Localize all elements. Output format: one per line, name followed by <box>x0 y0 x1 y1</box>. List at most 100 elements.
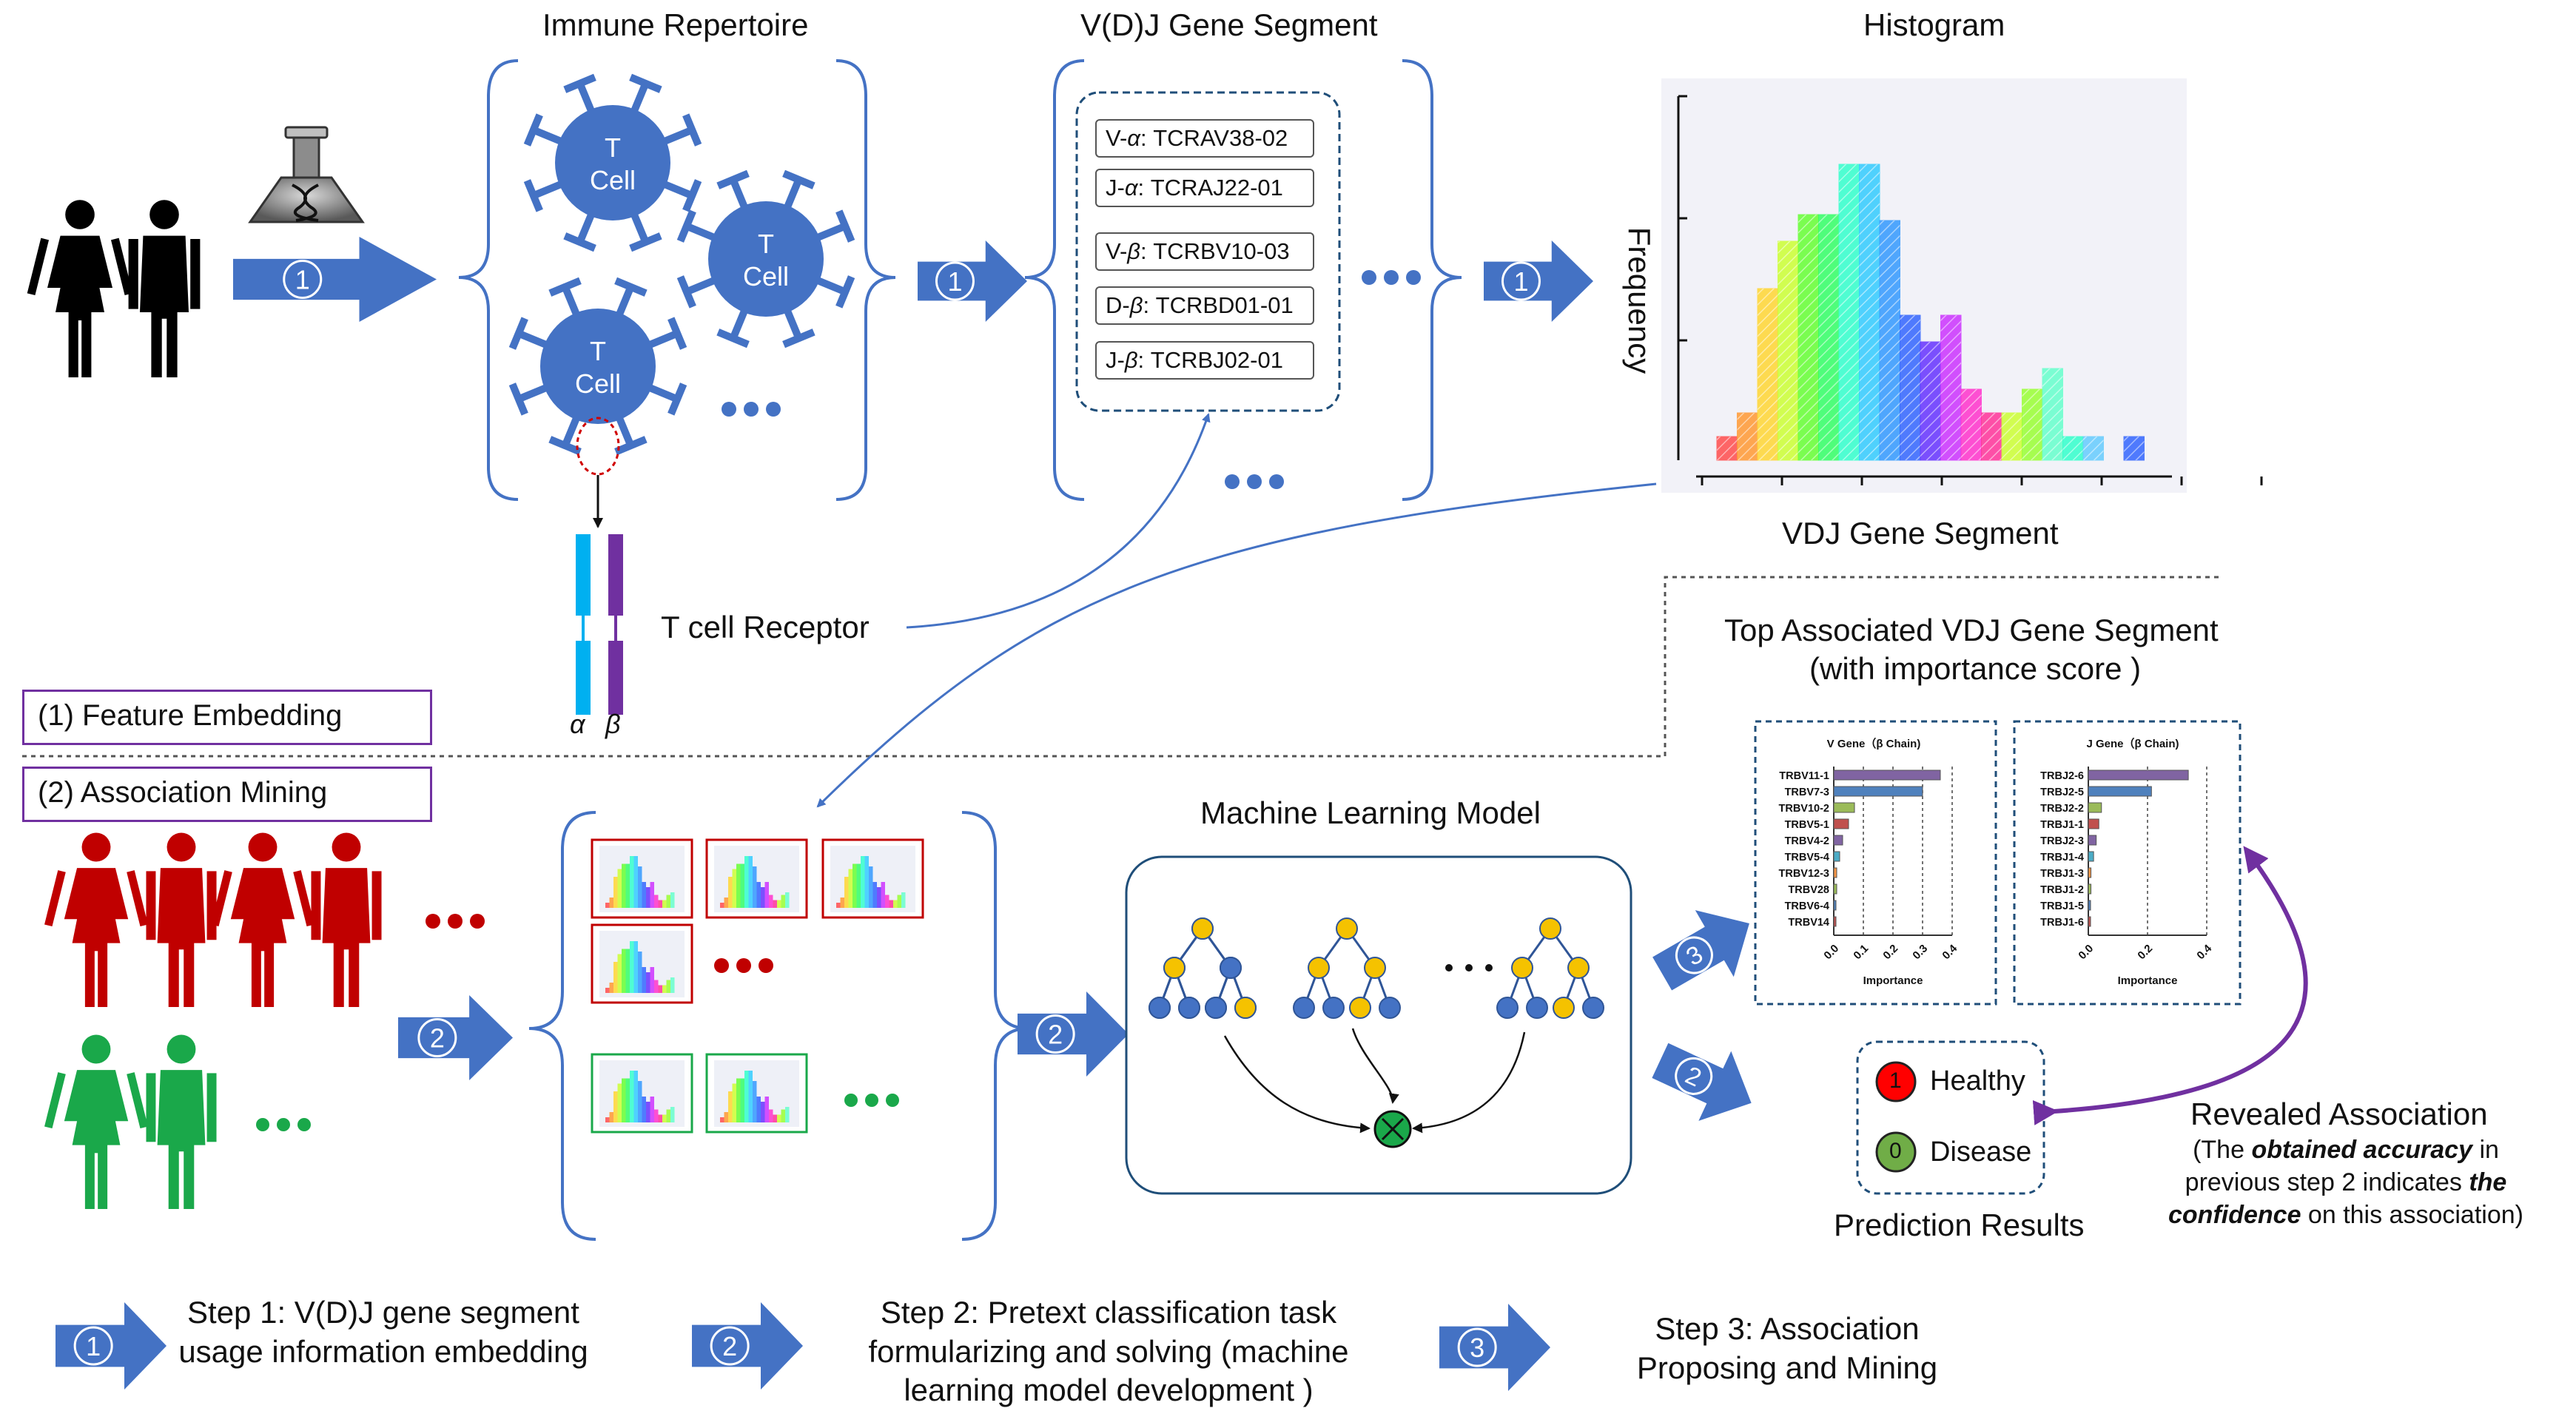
ellipsis-dot <box>844 1094 858 1107</box>
ellipsis-dot <box>1384 270 1399 285</box>
sample-bar <box>670 977 675 993</box>
importance-bar <box>1833 883 1837 895</box>
ellipsis-dot <box>1406 270 1421 285</box>
importance-bar <box>1833 786 1923 797</box>
sample-bar <box>642 882 646 908</box>
segment-prefix: J- <box>1106 347 1125 373</box>
segment-prefix: D- <box>1106 292 1130 318</box>
step-2-arrow: 2 <box>398 995 513 1080</box>
sample-bar <box>622 949 626 993</box>
ellipsis-dot <box>886 1094 899 1107</box>
sample-bar <box>901 892 906 908</box>
ellipsis-dot <box>448 914 463 929</box>
arrow-number: 1 <box>295 265 310 295</box>
segment-name: : TCRBD01-01 <box>1143 292 1294 318</box>
importance-chart-title: V Gene（β Chain) <box>1827 737 1921 750</box>
arrow-number-circle <box>73 1326 113 1366</box>
sample-bar <box>756 882 761 908</box>
healthy-number: 1 <box>1889 1068 1902 1093</box>
sample-bar <box>658 1114 662 1122</box>
sample-bar <box>642 1097 646 1122</box>
importance-bar <box>2088 883 2092 895</box>
ellipsis-dot <box>722 402 736 417</box>
sample-bar <box>856 863 861 908</box>
sample-bar <box>840 898 844 908</box>
importance-category: TRBJ1-2 <box>2040 884 2084 896</box>
association-mining-label: (2) Association Mining <box>22 767 432 822</box>
ellipsis-dot <box>759 958 773 973</box>
receptor-highlight <box>576 417 620 476</box>
sample-bar <box>848 869 852 908</box>
sample-bar <box>617 954 622 993</box>
sample-bar <box>744 1071 749 1122</box>
sample-bar <box>662 985 667 993</box>
step-1-arrow: 1 <box>1484 240 1593 322</box>
sample-bar <box>785 1107 790 1122</box>
sample-bar <box>773 900 777 908</box>
top-associated-title: Top Associated VDJ Gene Segment <box>1724 613 2219 647</box>
sample-bar <box>670 892 675 908</box>
ellipsis-dot <box>297 1118 311 1131</box>
ellipsis-dot <box>714 958 729 973</box>
sample-bar <box>625 949 630 993</box>
importance-bar <box>2088 835 2097 846</box>
tree-node <box>1163 957 1186 979</box>
female-icon <box>27 200 133 377</box>
importance-category: TRBV28 <box>1788 884 1829 896</box>
segment-name: : TCRAJ22-01 <box>1137 175 1283 201</box>
ellipsis-dot <box>766 402 781 417</box>
sample-bar <box>761 1102 765 1122</box>
sample-bar <box>609 983 613 993</box>
importance-category: TRBJ2-5 <box>2040 787 2084 798</box>
tcr-label: T cell Receptor <box>661 610 870 644</box>
tree-node <box>1496 997 1519 1019</box>
sample-bar <box>650 882 654 908</box>
sample-bar <box>852 863 857 908</box>
ml-model-box <box>1125 855 1632 1195</box>
sample-bar <box>605 1117 610 1122</box>
sample-bar <box>650 1097 654 1122</box>
sample-bar <box>748 1071 753 1122</box>
sample-bar <box>885 895 890 908</box>
tree-node <box>1364 957 1386 979</box>
sample-bar <box>646 972 650 993</box>
segment-prefix: J- <box>1106 175 1125 201</box>
arrow-number: 2 <box>430 1023 445 1054</box>
brace-left-1 <box>458 59 519 501</box>
tcr-chains <box>576 534 623 715</box>
tree-node <box>1178 997 1200 1019</box>
sample-bar <box>728 1091 733 1122</box>
step-2-arrow: 2 <box>1018 991 1129 1077</box>
sample-bar <box>630 856 634 908</box>
importance-chart-title: J Gene（β Chain) <box>2086 737 2179 750</box>
arrow-number-circle <box>1675 936 1713 974</box>
importance-category: TRBV14 <box>1788 917 1829 929</box>
histogram-bar-hatch <box>1798 215 1819 460</box>
sample-bar <box>732 1083 736 1122</box>
tree-node <box>1582 997 1604 1019</box>
sample-bar <box>756 1097 761 1122</box>
importance-bar <box>2088 802 2102 813</box>
tree-node <box>1149 997 1171 1019</box>
tree-node <box>1308 957 1330 979</box>
sample-bar <box>893 900 898 908</box>
sample-bar <box>777 1114 781 1122</box>
histogram-bar-hatch <box>1818 215 1839 460</box>
segment-chain: β <box>1127 238 1141 264</box>
histogram-bar-hatch <box>1880 220 1900 460</box>
v-gene-panel <box>1754 720 1997 1006</box>
sample-bar <box>769 895 773 908</box>
sample-bar <box>724 898 728 908</box>
brace-samples-right <box>961 811 1029 1241</box>
histogram-bar-hatch <box>1961 389 1982 460</box>
ellipsis-dot <box>1362 270 1376 285</box>
importance-category: TRBV4-2 <box>1785 835 1829 847</box>
importance-bar <box>2088 770 2189 781</box>
beta-label: β <box>605 709 621 739</box>
importance-category: TRBJ1-6 <box>2040 917 2084 929</box>
female-icon <box>211 832 315 1007</box>
segment-chain: α <box>1127 125 1140 151</box>
